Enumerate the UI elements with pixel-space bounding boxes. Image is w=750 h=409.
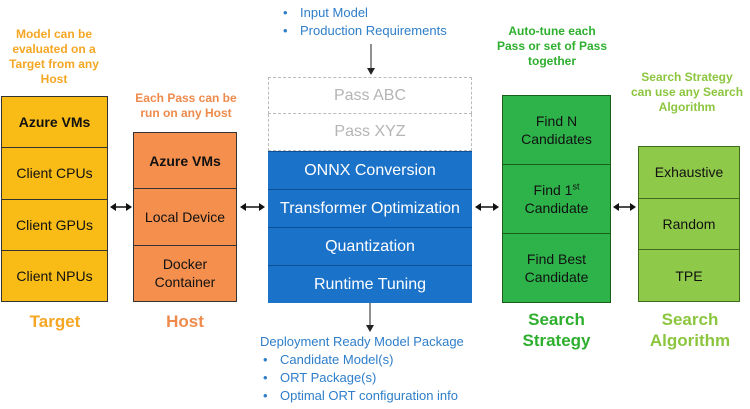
- pass-abc: Pass ABC: [268, 77, 472, 114]
- target-azure-vms: Azure VMs: [1, 96, 108, 149]
- pass-runtime-tuning: Runtime Tuning: [268, 265, 472, 303]
- algorithm-note: Search Strategy can use any Search Algor…: [630, 70, 744, 114]
- pass-search-arrow: [475, 203, 499, 211]
- find-first-text: Find 1: [533, 182, 573, 198]
- host-local-device: Local Device: [133, 188, 237, 246]
- search-strategy-column: Find N Candidates Find 1st Candidate Fin…: [502, 95, 611, 303]
- target-label: Target: [29, 312, 81, 331]
- first-superscript: st: [572, 181, 580, 192]
- search-strategy-label-line1: Search: [528, 310, 585, 329]
- search-strategy-label: Search Strategy: [502, 309, 611, 351]
- pass-transformer-optimization: Transformer Optimization: [268, 189, 472, 227]
- deployment-title: Deployment Ready Model Package: [260, 334, 464, 349]
- host-azure-vms: Azure VMs: [133, 132, 237, 190]
- search-strategy-label-line2: Strategy: [522, 331, 591, 350]
- algo-tpe: TPE: [638, 249, 740, 303]
- find-n-candidates: Find N Candidates: [502, 95, 611, 165]
- host-column: Azure VMs Local Device Docker Container: [133, 132, 237, 302]
- search-algorithm-label-line2: Algorithm: [649, 331, 731, 350]
- search-note: Auto-tune each Pass or set of Pass toget…: [496, 24, 608, 68]
- find-best-candidate: Find Best Candidate: [502, 233, 611, 303]
- output-arrow: [366, 303, 374, 332]
- input-arrow: [367, 44, 375, 75]
- search-algorithm-label-line1: Search: [661, 310, 719, 329]
- algo-random: Random: [638, 197, 740, 251]
- deployment-item-candidate-model: Candidate Model(s): [260, 351, 458, 369]
- deployment-item-ort-config: Optimal ORT configuration info: [260, 387, 458, 405]
- target-host-arrow: [110, 203, 132, 211]
- algo-exhaustive: Exhaustive: [638, 146, 740, 199]
- host-label: Host: [166, 312, 204, 331]
- target-client-gpus: Client GPUs: [1, 198, 108, 251]
- search-algo-arrow: [613, 203, 636, 211]
- host-note: Each Pass can be run on any Host: [135, 91, 237, 120]
- host-pass-arrow: [240, 203, 265, 211]
- input-model-item: Input Model: [280, 4, 447, 22]
- host-docker-container: Docker Container: [133, 244, 237, 302]
- target-client-cpus: Client CPUs: [1, 147, 108, 200]
- input-list: Input Model Production Requirements: [280, 4, 447, 40]
- candidate-text: Candidate: [524, 200, 589, 216]
- production-requirements-item: Production Requirements: [280, 22, 447, 40]
- target-client-npus: Client NPUs: [1, 249, 108, 302]
- find-first-candidate: Find 1st Candidate: [502, 164, 611, 234]
- target-column: Azure VMs Client CPUs Client GPUs Client…: [1, 96, 108, 302]
- pass-onnx-conversion: ONNX Conversion: [268, 151, 472, 189]
- search-algorithm-label: Search Algorithm: [634, 309, 746, 351]
- deployment-list: Candidate Model(s) ORT Package(s) Optima…: [260, 351, 458, 405]
- pass-quantization: Quantization: [268, 227, 472, 265]
- pass-xyz: Pass XYZ: [268, 114, 472, 151]
- deployment-item-ort-package: ORT Package(s): [260, 369, 458, 387]
- target-note: Model can be evaluated on a Target from …: [9, 27, 99, 86]
- search-algorithm-column: Exhaustive Random TPE: [638, 146, 740, 303]
